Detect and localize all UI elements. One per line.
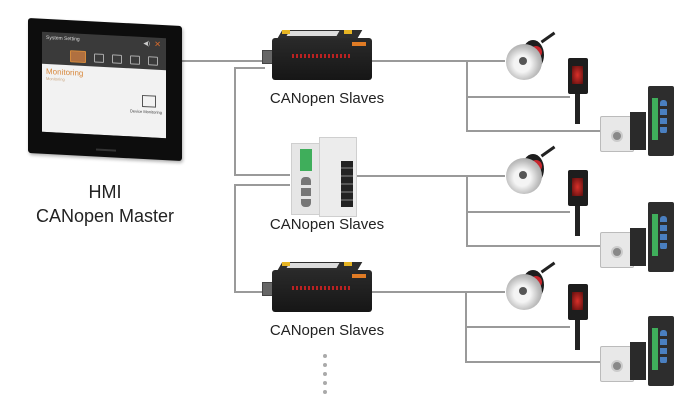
wire-bus-slave2 — [234, 67, 290, 176]
environment-icon — [148, 55, 158, 66]
master-label-line2: CANopen Master — [35, 206, 175, 226]
hmi-brand-mark — [96, 148, 116, 152]
monitor-icon — [70, 50, 86, 64]
led-indicators — [292, 54, 352, 58]
wire-group3 — [465, 292, 600, 363]
device-monitoring-label: Device Monitoring — [129, 108, 162, 115]
rotary-encoder-1 — [500, 31, 556, 86]
master-label-line1: HMI — [88, 182, 122, 202]
rotary-encoder-2 — [500, 145, 556, 200]
close-icon: ✕ — [154, 39, 161, 49]
photo-sensor-1 — [566, 58, 590, 124]
slave-label-3: CANopen Slaves — [269, 322, 385, 339]
wire-group1 — [466, 61, 600, 132]
security-icon — [130, 54, 140, 65]
brand-logo — [352, 42, 366, 46]
stepper-driver-3 — [600, 316, 684, 390]
project-icon — [94, 52, 104, 63]
slave-module-2 — [291, 137, 357, 217]
speaker-icon: ◀) — [143, 41, 150, 48]
slave-module-3 — [262, 262, 372, 312]
brand-logo — [352, 274, 366, 278]
stepper-driver-2 — [600, 202, 684, 276]
master-label: HMI CANopen Master — [15, 180, 195, 228]
more-slaves-ellipsis — [323, 354, 327, 399]
device-monitoring-icon — [142, 94, 156, 108]
terminal-block — [300, 149, 312, 171]
data-icon — [112, 53, 122, 64]
slave-label-1: CANopen Slaves — [269, 90, 385, 107]
wire-bus-slave3 — [234, 184, 290, 293]
wire-group2 — [466, 176, 600, 247]
photo-sensor-3 — [566, 284, 590, 350]
photo-sensor-2 — [566, 170, 590, 236]
hmi-content: Monitoring Monitoring Device Monitoring — [42, 63, 166, 139]
slave-module-1 — [262, 30, 372, 80]
rotary-encoder-3 — [500, 261, 556, 316]
stepper-driver-1 — [600, 86, 684, 160]
hmi-screen: System Setting ◀) ✕ Monitoring Monitorin… — [42, 31, 166, 139]
hmi-device: System Setting ◀) ✕ Monitoring Monitorin… — [28, 17, 182, 162]
led-indicators — [292, 286, 352, 290]
port-connectors — [301, 177, 311, 207]
slave-label-2: CANopen Slaves — [269, 216, 385, 233]
